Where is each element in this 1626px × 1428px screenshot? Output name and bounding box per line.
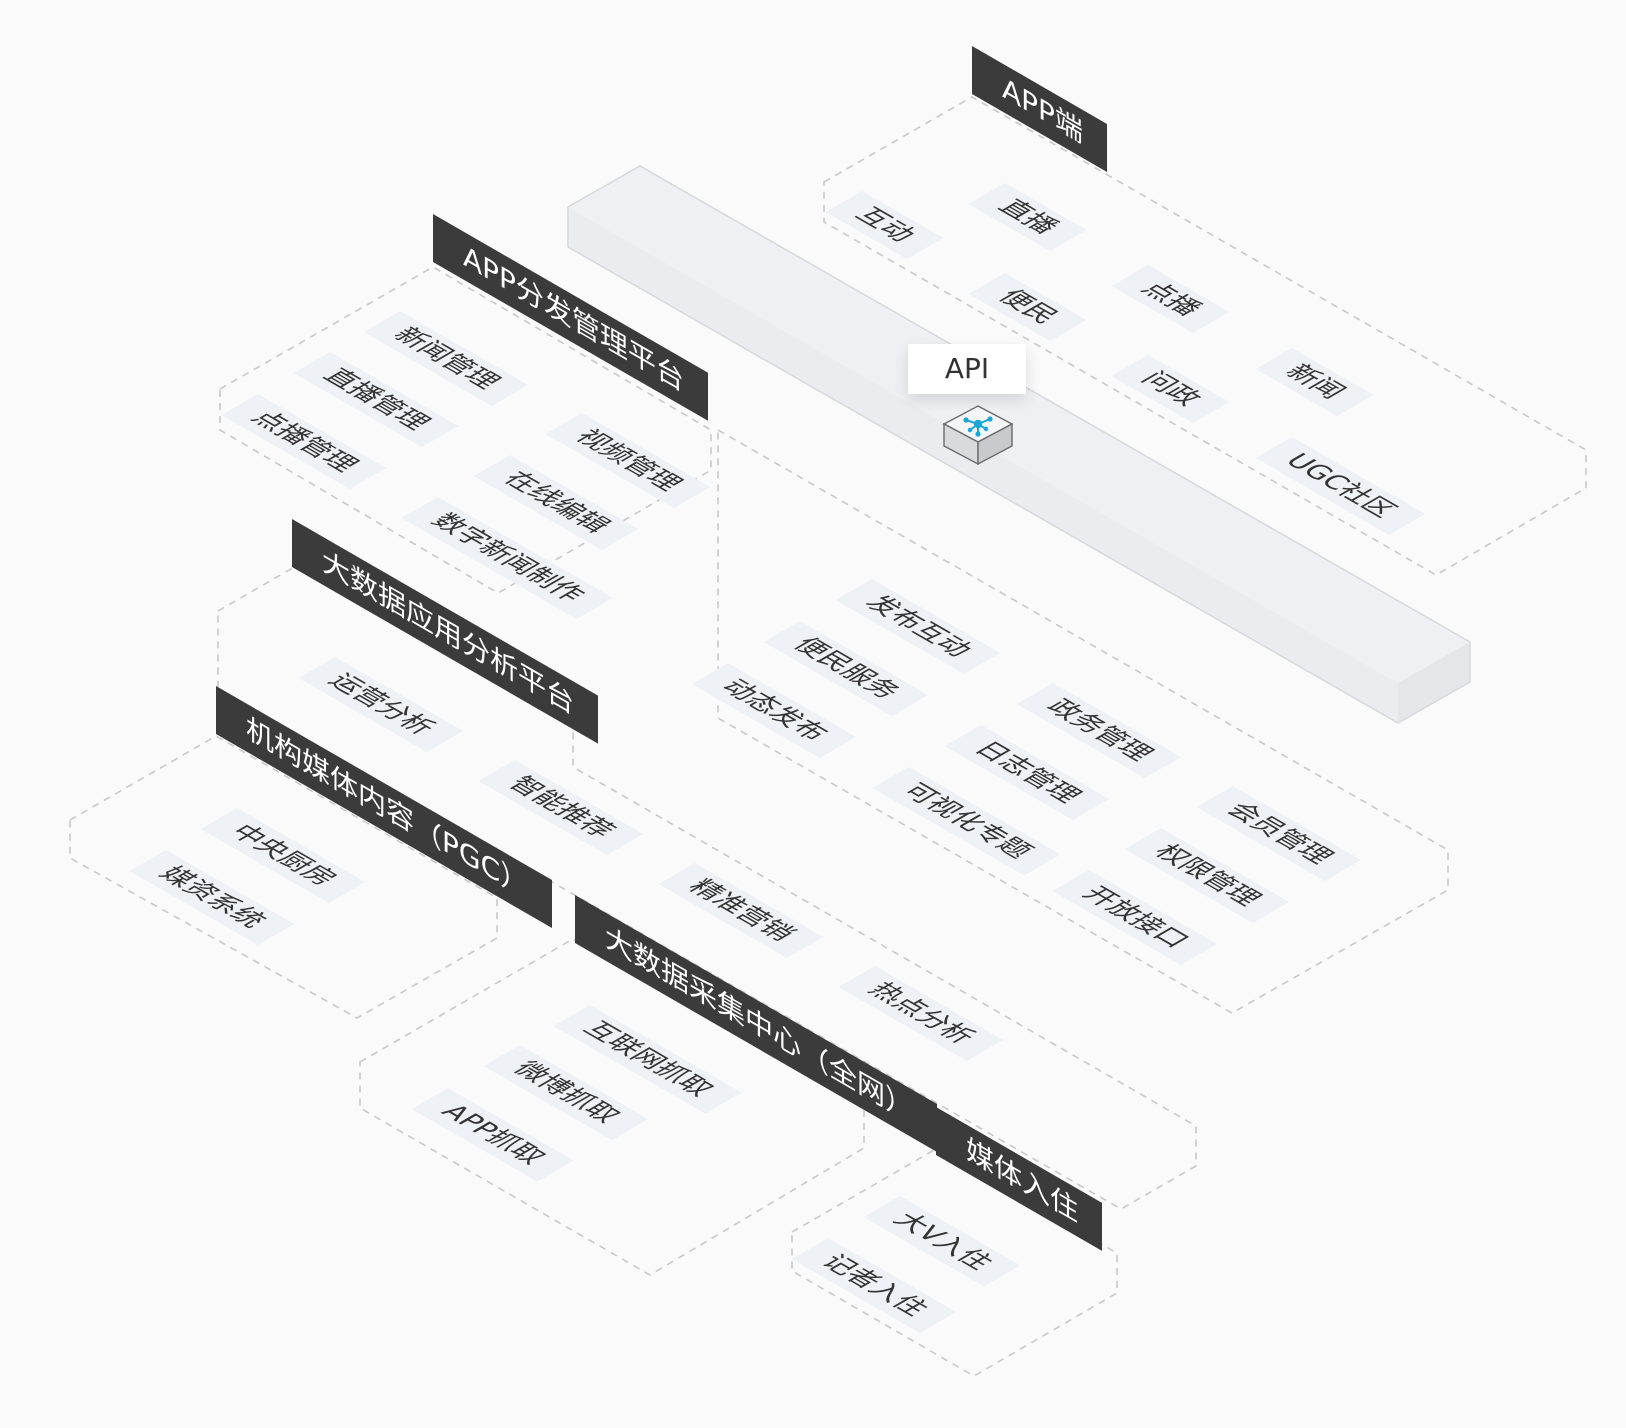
- api-label: API: [908, 344, 1026, 394]
- app-outline: [823, 96, 1587, 576]
- api-bar: [567, 165, 1471, 724]
- api-cube-icon: [942, 405, 1014, 466]
- dist-outline: [219, 266, 712, 594]
- core-outline: [717, 428, 1449, 1014]
